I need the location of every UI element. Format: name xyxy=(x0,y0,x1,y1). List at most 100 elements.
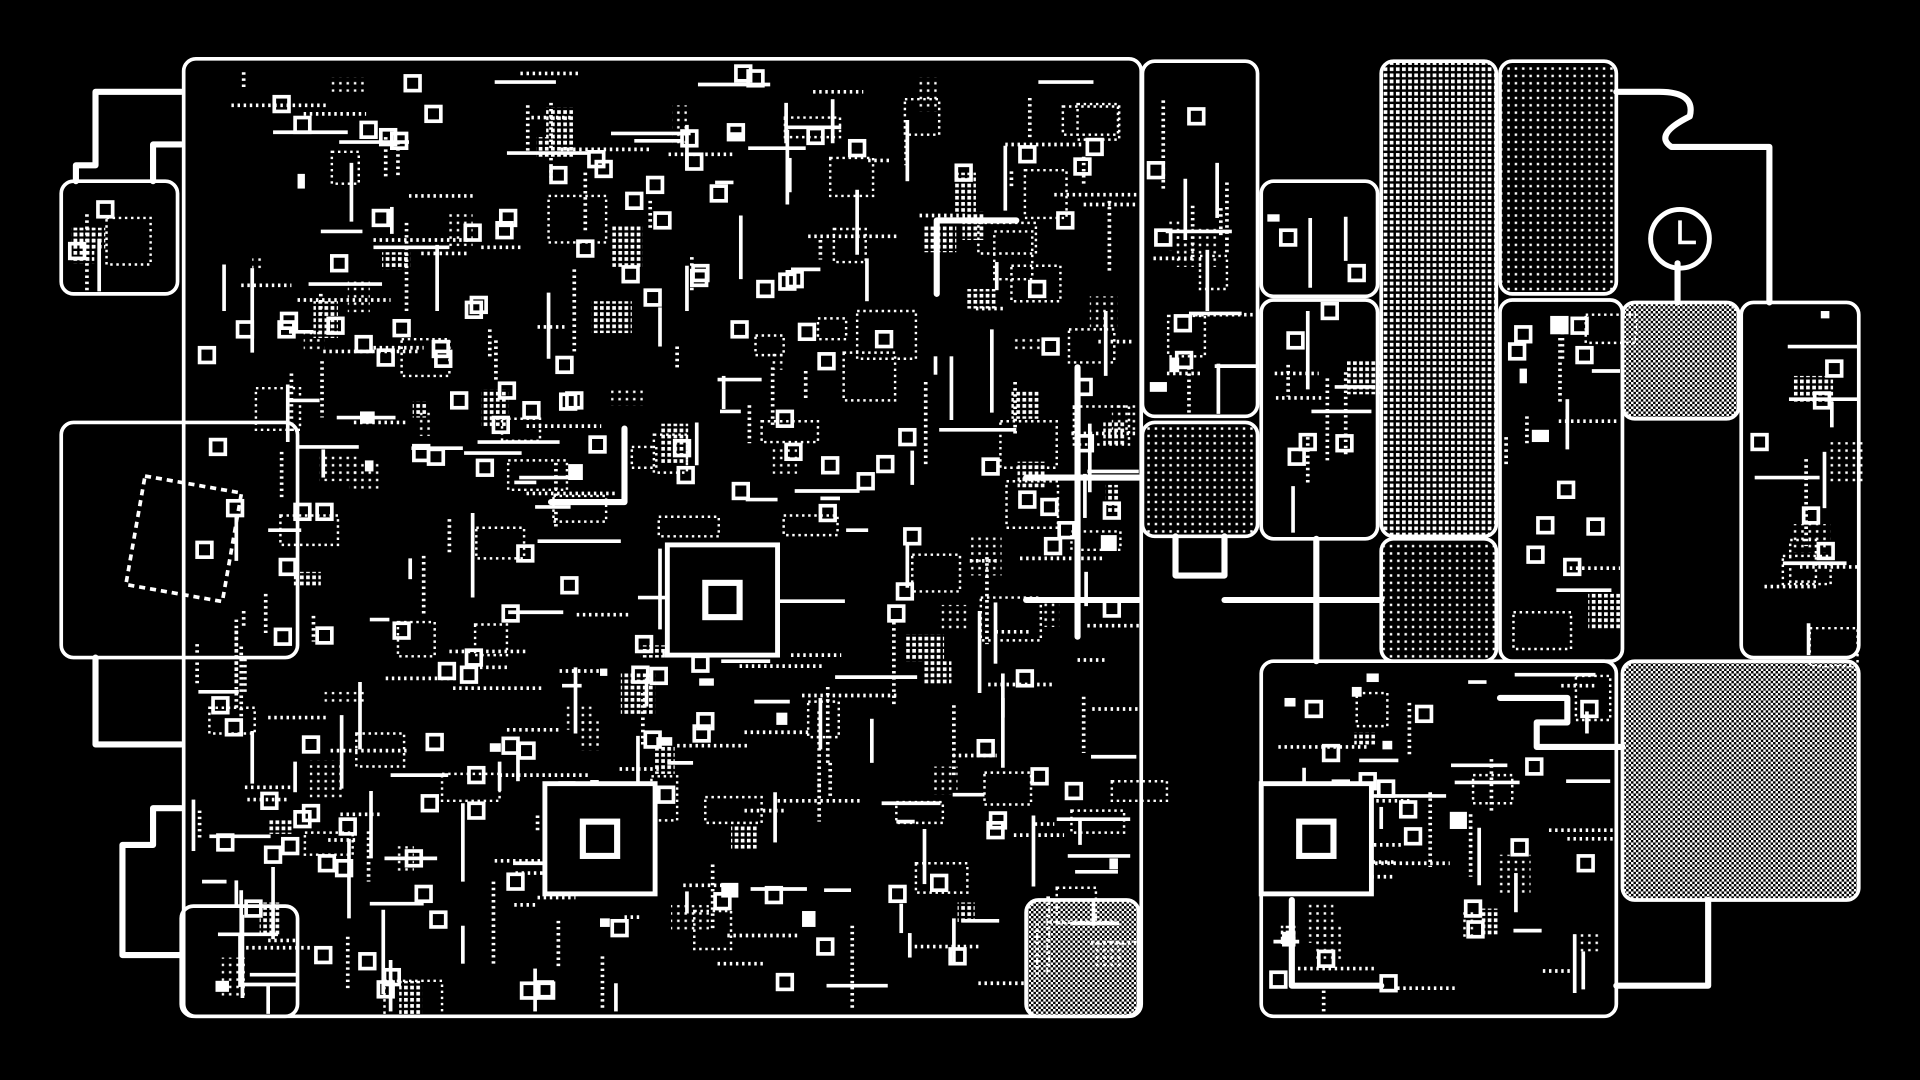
dotted-outline xyxy=(832,227,867,264)
pad xyxy=(560,576,579,595)
pad xyxy=(876,454,895,474)
solid-pad xyxy=(656,737,673,746)
dotted-outline xyxy=(979,596,1043,642)
pad xyxy=(517,741,536,760)
pipe xyxy=(1172,533,1228,579)
component-block xyxy=(640,645,668,658)
pad xyxy=(293,115,312,135)
pad xyxy=(709,184,728,203)
pad xyxy=(459,665,479,684)
pad xyxy=(314,945,333,965)
pad xyxy=(621,265,640,284)
pad xyxy=(501,736,520,755)
pad xyxy=(263,845,283,864)
component-block xyxy=(1307,902,1334,943)
pad xyxy=(588,435,607,454)
dotted-outline xyxy=(105,216,152,266)
component-block xyxy=(319,455,359,482)
component-block xyxy=(971,535,1002,576)
component-block xyxy=(957,902,975,923)
pad xyxy=(1510,838,1529,857)
component-block xyxy=(416,412,432,436)
solid-pad xyxy=(600,918,610,927)
component-block xyxy=(399,980,423,1018)
component-block xyxy=(924,661,952,685)
component-block xyxy=(1176,227,1219,267)
pad xyxy=(467,801,486,820)
pad xyxy=(96,200,115,219)
pad xyxy=(874,330,894,349)
pad xyxy=(816,937,835,956)
pad xyxy=(558,392,578,411)
component-block xyxy=(1588,592,1620,630)
dotted-outline xyxy=(1471,773,1514,805)
pad xyxy=(898,427,917,447)
panel xyxy=(1498,59,1619,296)
pad xyxy=(378,127,398,147)
pad xyxy=(847,138,867,158)
pipe xyxy=(933,217,1020,297)
pad xyxy=(208,437,228,457)
component-block xyxy=(269,819,293,834)
panel xyxy=(1379,536,1499,664)
pad xyxy=(1335,434,1354,453)
component-block xyxy=(1105,484,1120,514)
component-block xyxy=(1111,402,1140,433)
pad xyxy=(425,732,444,752)
component-block xyxy=(1354,732,1376,745)
pad xyxy=(495,221,514,240)
pad xyxy=(301,803,321,823)
pad xyxy=(463,223,482,242)
dotted-outline xyxy=(1010,264,1062,303)
solid-pad xyxy=(1382,740,1393,750)
pad xyxy=(981,457,1000,476)
component-block xyxy=(906,634,945,662)
component-block xyxy=(941,604,970,631)
pad xyxy=(930,873,949,893)
pad xyxy=(273,627,293,646)
pad xyxy=(403,74,422,93)
dotted-outline xyxy=(1023,168,1068,220)
dotted-outline xyxy=(999,420,1058,469)
panel xyxy=(1620,300,1741,421)
component-block xyxy=(382,252,411,270)
pad xyxy=(522,401,541,420)
pad xyxy=(1816,541,1835,561)
pad xyxy=(756,279,775,299)
pad xyxy=(775,972,795,992)
component-block xyxy=(772,446,798,474)
pad xyxy=(806,126,825,146)
pad xyxy=(281,836,300,856)
pad xyxy=(1825,359,1844,378)
pad xyxy=(390,131,409,150)
dotted-outline xyxy=(475,526,526,560)
component-block xyxy=(930,766,958,795)
dotted-outline xyxy=(1110,780,1169,803)
pad xyxy=(1463,899,1483,918)
component-block xyxy=(918,77,937,112)
pad xyxy=(797,322,817,342)
dotted-outline xyxy=(1061,105,1120,136)
solid-pad xyxy=(727,132,745,141)
pad xyxy=(358,952,377,971)
pad xyxy=(625,191,644,210)
pad xyxy=(1085,137,1104,157)
dotted-outline xyxy=(1072,405,1131,446)
pad xyxy=(1379,974,1398,993)
pad xyxy=(903,527,922,546)
pad xyxy=(1580,699,1599,719)
circuit-detail xyxy=(67,64,1864,1018)
solid-pad xyxy=(1519,368,1527,384)
solid-pad xyxy=(721,882,739,898)
solid-pad xyxy=(1169,357,1180,373)
component-block xyxy=(324,691,365,705)
pad xyxy=(195,540,214,559)
dotted-outline xyxy=(657,515,720,538)
tilted-chip xyxy=(123,473,244,604)
pad xyxy=(1525,757,1544,776)
pad xyxy=(1321,743,1341,763)
pad xyxy=(1575,345,1594,365)
pad xyxy=(1278,228,1298,247)
pad xyxy=(653,211,672,230)
